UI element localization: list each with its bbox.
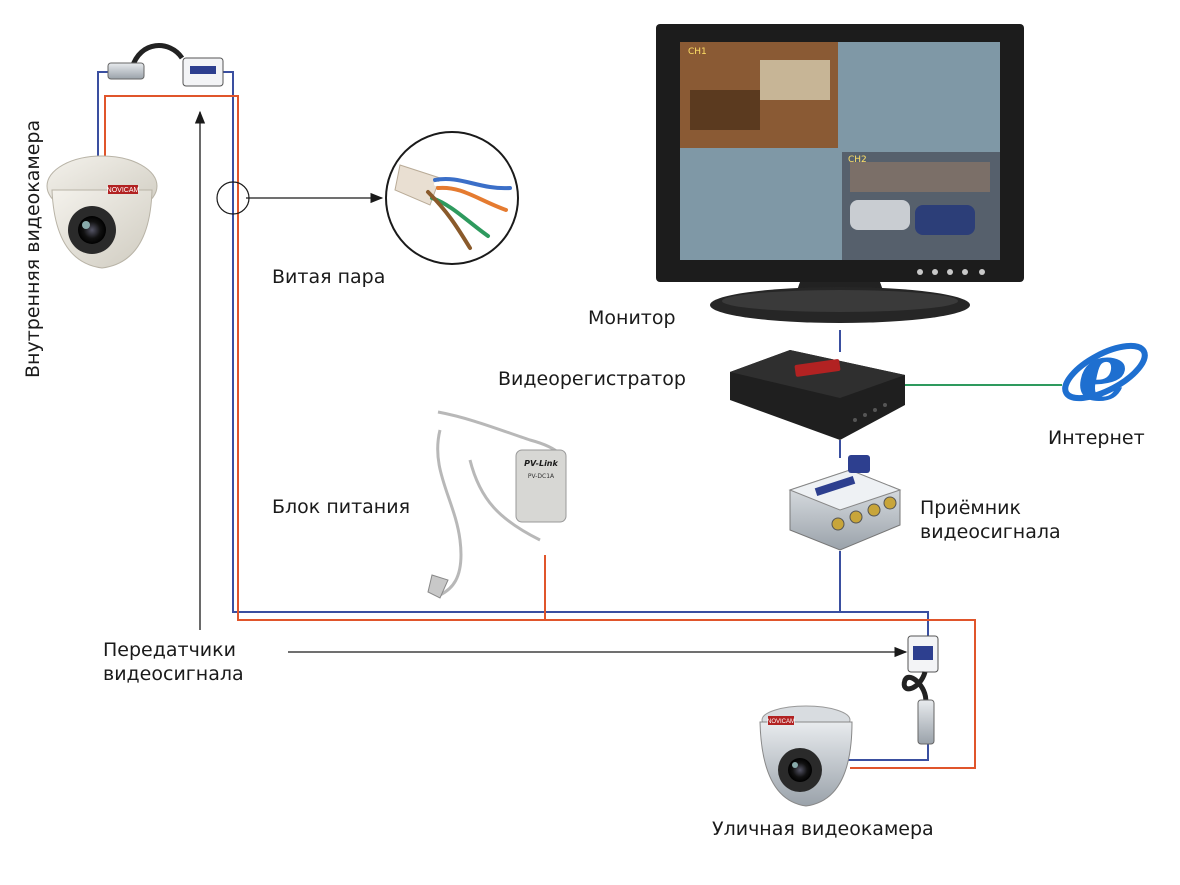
svg-text:PV-DC1A: PV-DC1A — [528, 473, 555, 480]
internet-label: Интернет — [1048, 427, 1145, 449]
svg-text:CH1: CH1 — [688, 47, 707, 57]
dvr-label: Видеорегистратор — [498, 368, 686, 390]
twisted-pair-label: Витая пара — [272, 266, 386, 288]
indoor-camera-label: Внутренняя видеокамера — [22, 119, 44, 378]
cable-zoom-marker — [216, 181, 250, 215]
internet-explorer-icon: e — [1062, 325, 1148, 419]
svg-text:e: e — [1078, 325, 1129, 419]
svg-text:PV-Link: PV-Link — [524, 459, 558, 468]
balun-transmitter-bottom — [901, 635, 939, 745]
outdoor-dome-camera: NOVICAM — [759, 705, 853, 807]
monitor: CH1 CH2 — [656, 24, 1024, 323]
transmitters-label-line2: видеосигнала — [103, 663, 244, 685]
receiver-label-line1: Приёмник — [920, 497, 1021, 519]
power-adapter: PV-Link PV-DC1A — [427, 410, 567, 599]
svg-text:NOVICAM: NOVICAM — [767, 719, 795, 725]
svg-text:CH2: CH2 — [848, 155, 867, 165]
power-supply-label: Блок питания — [272, 496, 411, 518]
twisted-pair-cable-icon — [385, 131, 519, 265]
indoor-dome-camera: NOVICAM — [46, 155, 158, 269]
monitor-label: Монитор — [588, 307, 676, 329]
pointer-arrows — [194, 110, 908, 658]
receiver-label-line2: видеосигнала — [920, 521, 1061, 543]
transmitters-label-line1: Передатчики — [103, 639, 236, 661]
balun-transmitter-top — [107, 43, 224, 87]
outdoor-camera-label: Уличная видеокамера — [712, 818, 934, 840]
svg-text:NOVICAM: NOVICAM — [107, 187, 140, 194]
video-receiver-hub — [788, 455, 902, 551]
power-cable-orange — [104, 95, 976, 769]
dvr — [730, 350, 905, 440]
